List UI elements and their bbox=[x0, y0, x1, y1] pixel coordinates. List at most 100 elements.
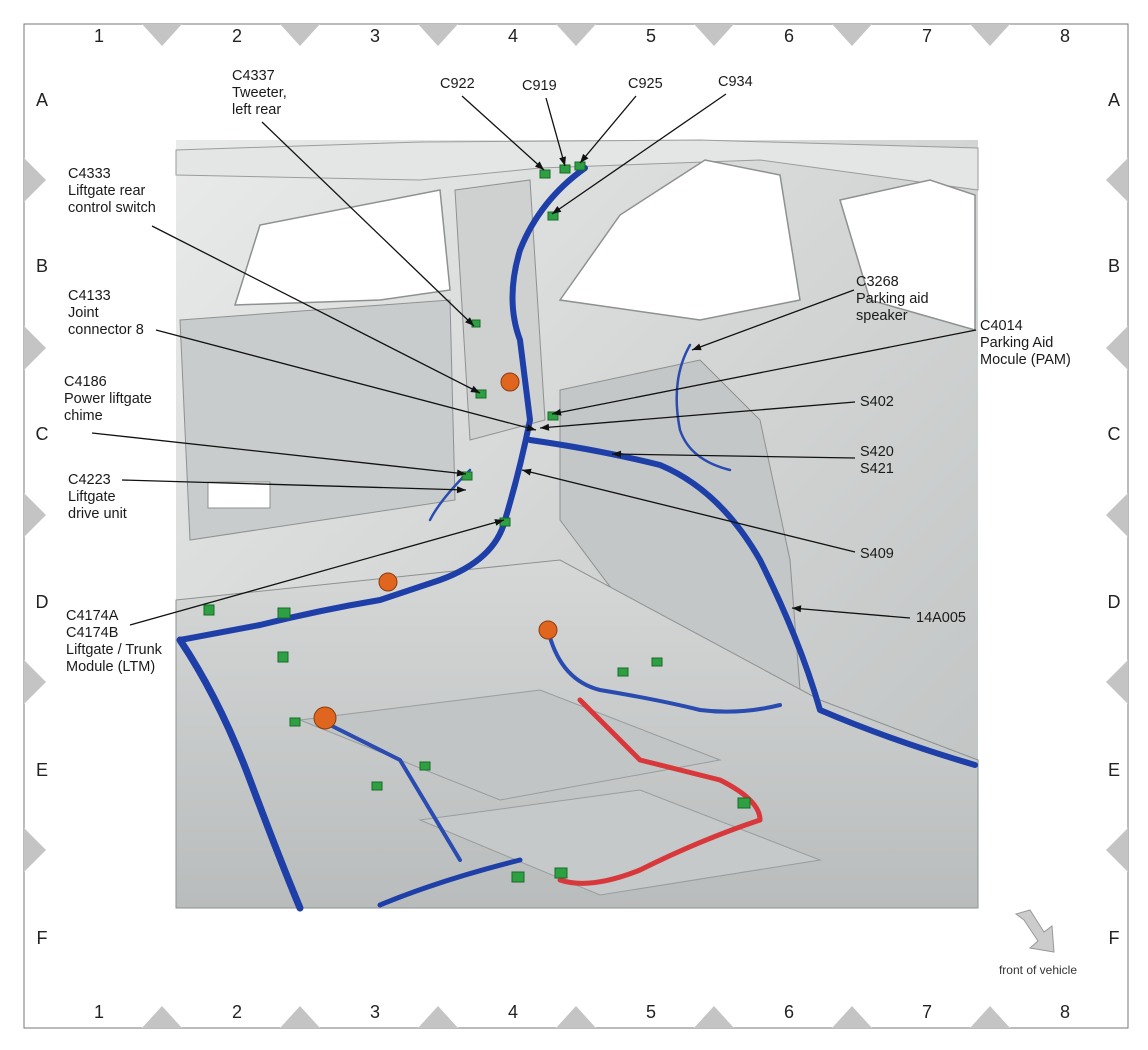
callout-c919-line-0: C919 bbox=[522, 78, 557, 94]
leader-line bbox=[579, 95, 637, 164]
callout-c4186-line-2: chime bbox=[64, 408, 103, 424]
grid-column-label: 3 bbox=[370, 1002, 380, 1022]
leader-arrowhead bbox=[552, 408, 562, 416]
leader-arrowhead bbox=[456, 486, 466, 494]
harness-parking-aid bbox=[675, 343, 732, 472]
leader-arrowhead bbox=[792, 605, 802, 613]
leader-line bbox=[521, 469, 856, 553]
border-marker bbox=[694, 24, 734, 46]
border-marker bbox=[1106, 493, 1128, 537]
grid-row-label: F bbox=[37, 928, 48, 948]
leader-arrowhead bbox=[494, 519, 504, 526]
connector bbox=[289, 717, 301, 727]
border-marker bbox=[24, 158, 46, 202]
grid-row-label: D bbox=[1108, 592, 1121, 612]
border-marker bbox=[142, 1006, 182, 1028]
connector bbox=[277, 607, 291, 619]
connector bbox=[617, 667, 629, 677]
connector bbox=[547, 211, 559, 221]
border-marker bbox=[1106, 828, 1128, 872]
grommet bbox=[313, 706, 337, 730]
right-window bbox=[558, 159, 801, 321]
callout-c3268-line-2: speaker bbox=[856, 308, 908, 324]
grommets bbox=[313, 372, 558, 730]
callout-c4133-line-2: connector 8 bbox=[68, 322, 144, 338]
front-arrow-icon bbox=[1014, 909, 1055, 953]
callout-c4174-line-3: Module (LTM) bbox=[66, 659, 155, 675]
callout-s420-line-1: S421 bbox=[860, 461, 894, 477]
callout-c4333-line-0: C4333 bbox=[68, 166, 111, 182]
connector bbox=[651, 657, 663, 667]
connector bbox=[511, 871, 525, 883]
border-marker bbox=[1106, 660, 1128, 704]
leader-line bbox=[121, 479, 467, 491]
border-marker bbox=[556, 1006, 596, 1028]
callout-c4174-line-0: C4174A bbox=[66, 608, 119, 624]
grid-border-markers bbox=[24, 24, 1128, 1028]
grid-column-label: 8 bbox=[1060, 26, 1070, 46]
border-marker bbox=[24, 660, 46, 704]
connector bbox=[203, 604, 215, 616]
grommet bbox=[378, 572, 398, 592]
vehicle-body-illustration bbox=[175, 139, 979, 909]
callout-c4223-line-2: drive unit bbox=[68, 506, 127, 522]
callout-c4014-line-0: C4014 bbox=[980, 318, 1023, 334]
grid-column-label: 3 bbox=[370, 26, 380, 46]
leader-arrowhead bbox=[534, 161, 544, 170]
wiring-harness bbox=[176, 165, 978, 912]
callout-c4337-line-0: C4337 bbox=[232, 68, 275, 84]
leader-arrowhead bbox=[470, 385, 480, 393]
border-marker bbox=[832, 1006, 872, 1028]
leader-arrowhead bbox=[465, 317, 474, 326]
border-marker bbox=[970, 1006, 1010, 1028]
callout-c4333-line-2: control switch bbox=[68, 200, 156, 216]
leader-line bbox=[261, 121, 475, 327]
leader-line bbox=[151, 225, 481, 394]
grid-row-label: B bbox=[1108, 256, 1120, 276]
callout-c4174-line-2: Liftgate / Trunk bbox=[66, 642, 163, 658]
leader-arrowhead bbox=[552, 206, 562, 214]
border-marker bbox=[24, 326, 46, 370]
grid-row-label: E bbox=[1108, 760, 1120, 780]
leader-arrowhead bbox=[692, 343, 702, 351]
floor-recess bbox=[299, 689, 722, 801]
harness-floor-rear bbox=[377, 857, 523, 908]
spare-well bbox=[418, 789, 822, 896]
quarter-window bbox=[839, 179, 976, 331]
grommet bbox=[500, 372, 520, 392]
border-marker bbox=[556, 24, 596, 46]
callout-c925-line-0: C925 bbox=[628, 76, 663, 92]
left-window bbox=[233, 189, 451, 306]
grid-column-label: 6 bbox=[784, 26, 794, 46]
callout-c4333-line-1: Liftgate rear bbox=[68, 183, 146, 199]
leader-arrowhead bbox=[559, 156, 566, 166]
grid-column-label: 4 bbox=[508, 26, 518, 46]
callout-c4133-line-1: Joint bbox=[68, 305, 99, 321]
connector bbox=[559, 164, 571, 174]
harness-left-lower bbox=[176, 636, 304, 912]
connector bbox=[461, 471, 473, 481]
front-of-vehicle-label: front of vehicle bbox=[999, 963, 1077, 977]
grid-column-label: 7 bbox=[922, 26, 932, 46]
grid-column-label: 1 bbox=[94, 1002, 104, 1022]
callout-c3268-line-0: C3268 bbox=[856, 274, 899, 290]
border-marker bbox=[1106, 158, 1128, 202]
connector bbox=[419, 761, 431, 771]
border-marker bbox=[1106, 326, 1128, 370]
harness-14a005 bbox=[527, 437, 978, 768]
grid-row-label: D bbox=[36, 592, 49, 612]
connector bbox=[737, 797, 751, 809]
leader-arrowhead bbox=[526, 424, 536, 432]
c-pillar bbox=[454, 179, 546, 441]
connector bbox=[475, 389, 487, 399]
grid-column-label: 6 bbox=[784, 1002, 794, 1022]
callout-c4174-line-1: C4174B bbox=[66, 625, 118, 641]
grid-column-label: 2 bbox=[232, 26, 242, 46]
connector bbox=[371, 781, 383, 791]
connector bbox=[554, 867, 568, 879]
grid-row-label: A bbox=[36, 90, 48, 110]
border-marker bbox=[280, 1006, 320, 1028]
grid-row-label: F bbox=[1109, 928, 1120, 948]
